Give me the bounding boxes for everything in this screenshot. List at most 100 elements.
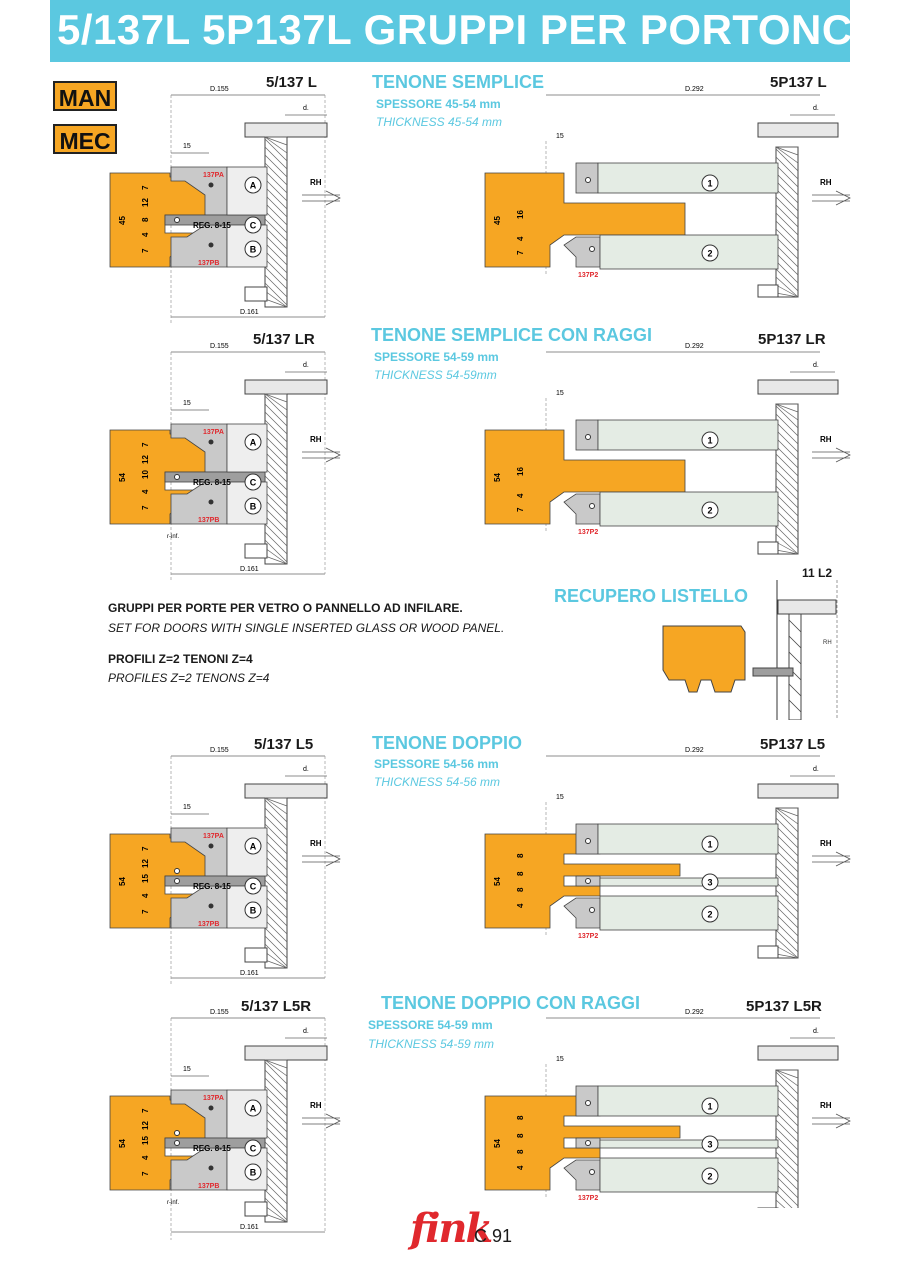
rh-label: RH bbox=[820, 435, 832, 444]
hatch-line bbox=[775, 541, 799, 555]
row-dim-0: 8 bbox=[516, 853, 525, 858]
hatch-line bbox=[264, 555, 288, 565]
dim-d155: D.155 bbox=[210, 747, 229, 754]
brand-logo: fink bbox=[410, 1205, 493, 1252]
marker-3-circle bbox=[701, 873, 719, 891]
row-dim-1: 8 bbox=[516, 1133, 525, 1138]
marker-a-circle bbox=[244, 837, 262, 855]
dim-d161: D.161 bbox=[240, 309, 259, 316]
hatch-line bbox=[264, 136, 288, 154]
hatch-line bbox=[264, 943, 288, 967]
hatch-line bbox=[264, 274, 288, 298]
table-bottom bbox=[757, 284, 779, 298]
hatch-line bbox=[775, 429, 799, 453]
recupero-rh: RH bbox=[823, 640, 832, 646]
hatch-line bbox=[264, 266, 288, 290]
hatch-line bbox=[775, 485, 799, 509]
hatch-line bbox=[264, 959, 288, 969]
screw-b bbox=[208, 1165, 214, 1171]
rh-arrow bbox=[302, 851, 341, 867]
row-dim-0: 7 bbox=[141, 185, 150, 190]
hatch-line bbox=[775, 809, 799, 833]
row-dim-4: 7 bbox=[141, 1171, 150, 1176]
tool-2-body bbox=[599, 234, 779, 270]
reg-label: REG. 8-15 bbox=[193, 1144, 231, 1153]
section-spessore-1: SPESSORE 45-54 mm bbox=[376, 97, 501, 111]
marker-c-label: C bbox=[250, 478, 257, 488]
hatch-line bbox=[775, 469, 799, 493]
hatch-line bbox=[264, 154, 288, 178]
tool-2-head bbox=[563, 236, 601, 268]
hatch-line bbox=[264, 507, 288, 531]
page-header: 5/137L 5P137L GRUPPI PER PORTONCINI bbox=[50, 0, 907, 62]
hatched-wall bbox=[264, 1059, 288, 1223]
marker-2-label: 2 bbox=[707, 506, 712, 516]
hatch-line bbox=[775, 1183, 799, 1207]
marker-3-label: 3 bbox=[707, 1140, 712, 1150]
hatch-line bbox=[775, 445, 799, 469]
tool-1-body bbox=[597, 1085, 779, 1117]
screw-3 bbox=[585, 878, 591, 884]
hatch-line bbox=[264, 1141, 288, 1165]
recupero-title: RECUPERO LISTELLO bbox=[554, 586, 749, 606]
r-inf-label: r-inf. bbox=[167, 1200, 179, 1206]
hatch-line bbox=[264, 162, 288, 186]
code-137pb: 137PB bbox=[198, 921, 219, 928]
marker-2-circle bbox=[701, 244, 719, 262]
tool-2-head bbox=[563, 493, 601, 525]
hatch-line bbox=[264, 451, 288, 475]
hatch-line bbox=[264, 499, 288, 523]
hatch-line bbox=[775, 146, 799, 164]
hatch-line bbox=[775, 1159, 799, 1183]
left-code-2: 5/137 LR bbox=[253, 331, 315, 348]
hatch-line bbox=[264, 1173, 288, 1197]
screw-a bbox=[208, 1105, 214, 1111]
section-thickness-4: THICKNESS 54-59 mm bbox=[368, 1037, 495, 1051]
marker-b-label: B bbox=[250, 502, 257, 512]
section-title-4: TENONE DOPPIO CON RAGGI bbox=[381, 993, 641, 1013]
hatch-line bbox=[775, 549, 799, 555]
table-bottom bbox=[757, 945, 779, 959]
hatch-line bbox=[264, 298, 288, 308]
row-dim-0: 16 bbox=[516, 210, 525, 219]
screw-c bbox=[174, 217, 180, 223]
dim-d: d. bbox=[303, 766, 309, 773]
dim-d161: D.161 bbox=[240, 566, 259, 573]
recupero-drawing: RH bbox=[662, 580, 838, 720]
right-code-2: 5P137 LR bbox=[758, 331, 826, 348]
hatch-line bbox=[775, 1087, 799, 1111]
rh-arrow bbox=[302, 190, 341, 206]
hatch-line bbox=[264, 491, 288, 515]
hatch-line bbox=[775, 905, 799, 929]
hatch-line bbox=[775, 929, 799, 953]
row-dim-1: 8 bbox=[516, 871, 525, 876]
hatched-wall bbox=[775, 807, 799, 959]
dim-d: d. bbox=[303, 105, 309, 112]
hatch-line bbox=[264, 419, 288, 443]
rh-arrow bbox=[812, 447, 851, 463]
row-dim-2: 7 bbox=[516, 250, 525, 255]
hatch-line bbox=[264, 1149, 288, 1173]
marker-a-label: A bbox=[250, 1104, 257, 1114]
hatch-line bbox=[264, 1085, 288, 1109]
hatch-line bbox=[775, 196, 799, 220]
hatch-line bbox=[264, 459, 288, 483]
hatch-line bbox=[775, 212, 799, 236]
hatch-line bbox=[264, 531, 288, 555]
right-code-4: 5P137 L5R bbox=[746, 998, 822, 1015]
screw-2 bbox=[589, 503, 595, 509]
hatch-line bbox=[775, 509, 799, 533]
row-dim-2: 15 bbox=[141, 874, 150, 883]
hatch-line bbox=[264, 403, 288, 427]
page-code: C 91 bbox=[474, 1226, 513, 1246]
marker-c-circle bbox=[244, 473, 262, 491]
rh-label: RH bbox=[820, 839, 832, 848]
hatch-line bbox=[264, 226, 288, 250]
height-label: 45 bbox=[118, 216, 127, 225]
hatch-line bbox=[264, 393, 288, 411]
hatch-line bbox=[264, 475, 288, 499]
rh-arrow bbox=[812, 190, 851, 206]
